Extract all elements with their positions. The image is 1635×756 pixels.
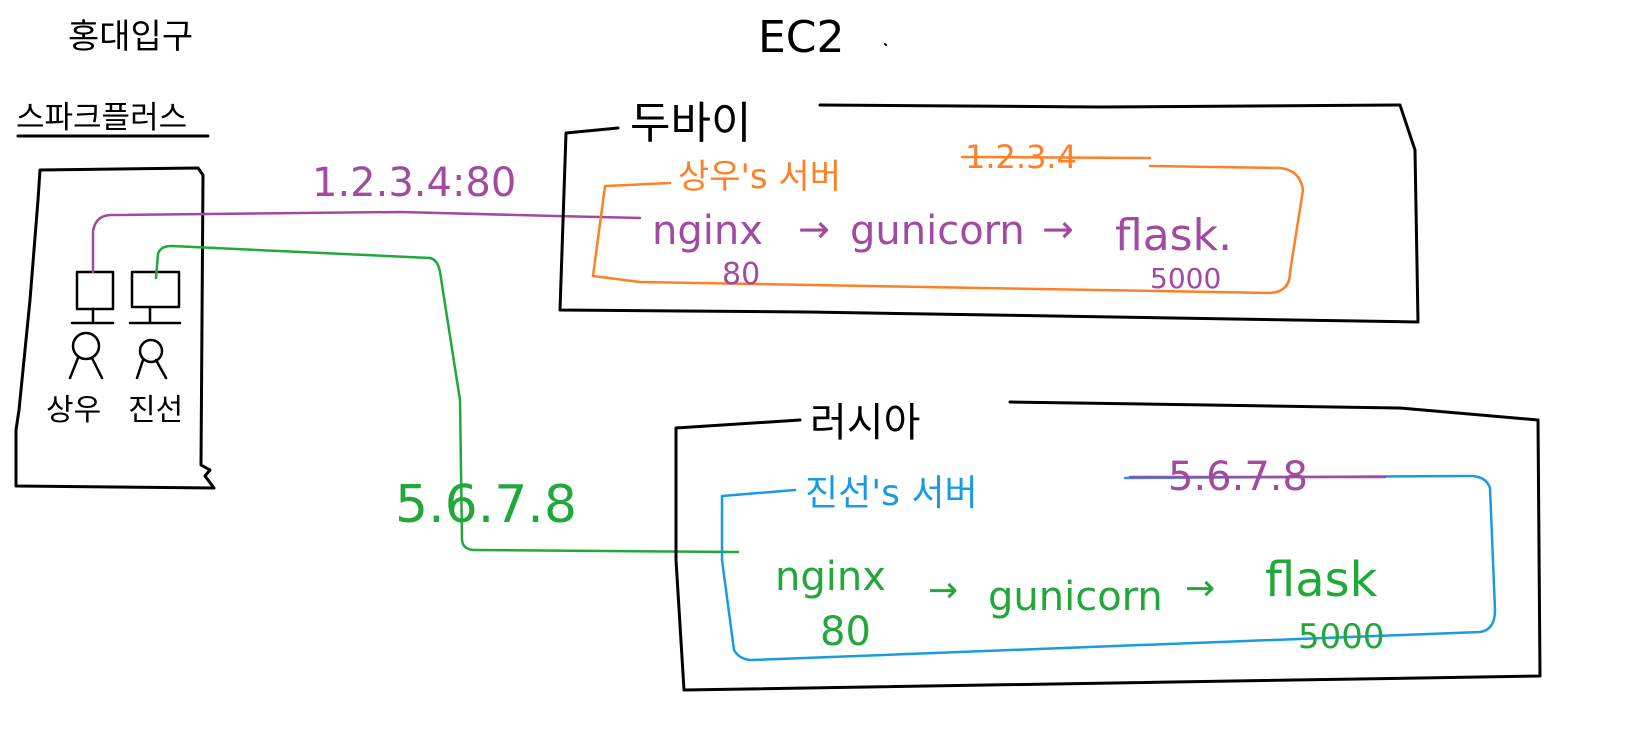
dubai-nginx-port: 80 bbox=[722, 257, 760, 292]
russia-region-label: 러시아 bbox=[810, 400, 920, 446]
dubai-region-label: 두바이 bbox=[630, 98, 751, 149]
dubai-region-box bbox=[558, 103, 1420, 324]
user1-name: 상우 bbox=[46, 393, 101, 428]
ec2-trailing-dot bbox=[884, 43, 887, 46]
office-label: 스파크플러스 bbox=[16, 100, 187, 136]
green-connection-line bbox=[154, 244, 740, 554]
office-building bbox=[14, 166, 216, 490]
russia-arrow-1: → bbox=[928, 570, 958, 611]
dubai-gunicorn: gunicorn bbox=[850, 208, 1025, 254]
dubai-arrow-1: → bbox=[798, 207, 830, 251]
user2-name: 진선 bbox=[128, 393, 183, 428]
monitor-icon-user1 bbox=[70, 270, 115, 325]
russia-server-label: 진선's 서버 bbox=[805, 473, 978, 514]
dubai-flask-port: 5000 bbox=[1150, 262, 1221, 295]
right-region-title: EC2 bbox=[758, 12, 845, 63]
user1-address-label: 1.2.3.4:80 bbox=[312, 160, 516, 206]
russia-nginx-port: 80 bbox=[820, 609, 871, 655]
person-icon-user2 bbox=[135, 338, 168, 380]
russia-arrow-2: → bbox=[1185, 568, 1215, 609]
russia-region-box bbox=[674, 400, 1542, 692]
dubai-flask: flask. bbox=[1115, 210, 1232, 261]
monitor-icon-user2 bbox=[128, 270, 182, 325]
dubai-arrow-2: → bbox=[1042, 207, 1074, 251]
russia-nginx: nginx bbox=[775, 554, 886, 600]
purple-connection-line bbox=[91, 210, 642, 274]
user2-address-label: 5.6.7.8 bbox=[395, 475, 577, 535]
dubai-server-label: 상우's 서버 bbox=[678, 157, 841, 197]
dubai-nginx: nginx bbox=[652, 208, 763, 254]
person-icon-user1 bbox=[68, 331, 104, 380]
russia-server-box bbox=[720, 474, 1497, 662]
russia-gunicorn: gunicorn bbox=[988, 574, 1163, 620]
russia-flask: flask bbox=[1265, 552, 1378, 608]
left-region-title: 홍대입구 bbox=[68, 17, 193, 57]
dubai-server-ip-strikeout bbox=[960, 155, 1152, 160]
russia-flask-port: 5000 bbox=[1298, 617, 1385, 657]
dubai-server-box bbox=[591, 164, 1305, 295]
